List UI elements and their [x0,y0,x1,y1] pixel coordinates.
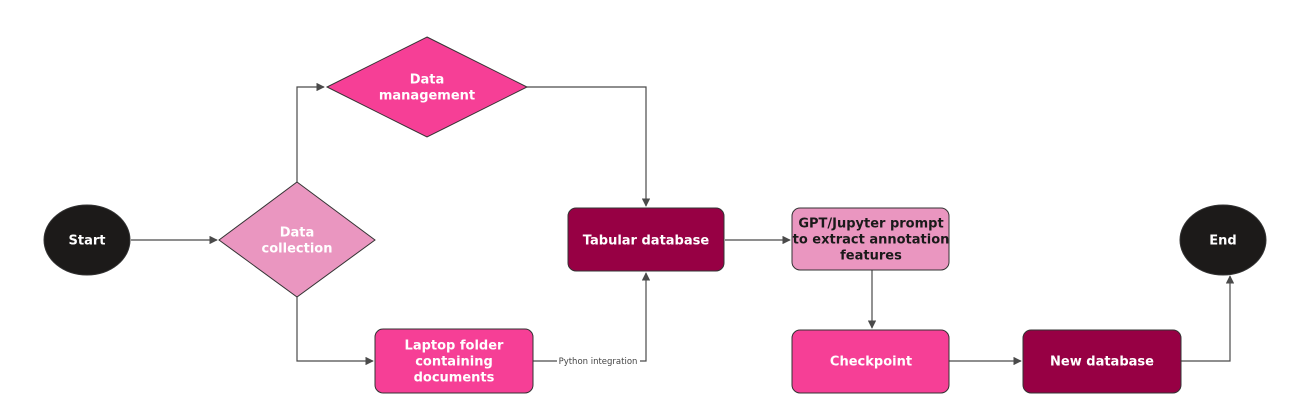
edge-label-python-integration: Python integration [557,354,640,368]
node-label-line: Tabular database [583,234,710,249]
node-label-line: Checkpoint [830,355,912,370]
node-label-line: GPT/Jupyter prompt [798,217,943,232]
node-label-line: management [379,89,475,104]
node-new-database[interactable]: New database [1022,329,1182,394]
edge-newdb-to-end [1181,275,1235,362]
node-label: End [1209,234,1236,249]
node-label-line: to extract annotation [793,233,950,248]
node-label-line: containing [415,355,493,370]
node-start[interactable]: Start [43,204,131,276]
node-checkpoint[interactable]: Checkpoint [791,329,950,394]
node-label: New database [1050,355,1154,370]
edge-laptop-to-tabular [533,272,651,362]
edge-management-to-tabular [527,86,651,207]
node-end[interactable]: End [1179,204,1267,276]
node-label-line: Laptop folder [405,339,505,354]
node-label: Checkpoint [830,355,912,370]
edge-label-text: Python integration [559,357,638,367]
node-label-line: documents [414,371,495,386]
node-label: Start [69,234,106,249]
node-label-line: End [1209,234,1236,249]
node-label-line: features [840,249,902,264]
node-label-line: Start [69,234,106,249]
node-label-line: Data [280,226,315,241]
node-label-line: New database [1050,355,1154,370]
node-tabular-database[interactable]: Tabular database [567,207,725,272]
node-label-line: collection [262,242,333,257]
edge-collection-to-laptop [296,297,374,366]
node-label-line: Data [410,73,445,88]
edge-collection-to-management [296,82,325,182]
node-label: Tabular database [583,234,710,249]
